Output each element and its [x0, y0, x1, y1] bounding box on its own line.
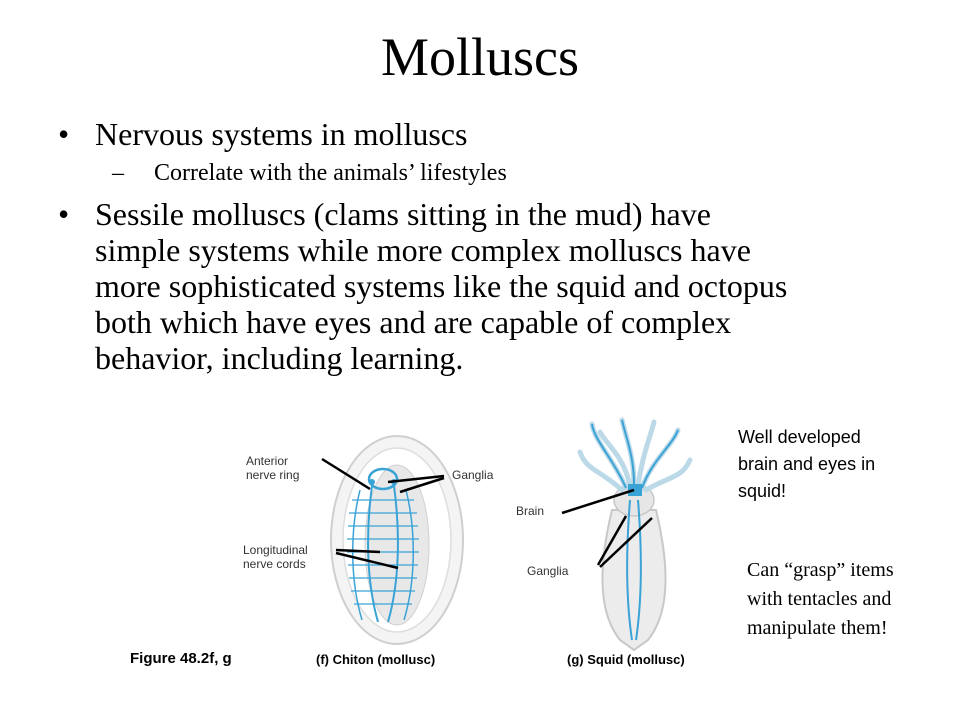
- label-line: nerve ring: [246, 468, 300, 482]
- label-anterior-nerve-ring: Anterior nerve ring: [246, 454, 299, 482]
- caption-squid: (g) Squid (mollusc): [567, 652, 685, 667]
- slide-title: Molluscs: [380, 27, 580, 87]
- bullet-marker: •: [58, 116, 70, 152]
- bullet-text: Nervous systems in molluscs: [95, 116, 468, 152]
- bullet-line: Sessile molluscs (clams sitting in the m…: [95, 196, 711, 232]
- bullet-line: simple systems while more complex mollus…: [95, 232, 751, 268]
- bullet-marker: •: [58, 196, 70, 232]
- figure-label: Figure 48.2f, g: [130, 650, 232, 667]
- note-line: with tentacles and: [747, 588, 892, 610]
- chiton-illustration: [321, 435, 464, 645]
- bullet-line: more sophisticated systems like the squi…: [95, 268, 788, 304]
- label-chiton-ganglia: Ganglia: [452, 468, 494, 482]
- sub-bullet-marker: –: [112, 160, 124, 186]
- squid-illustration: [561, 417, 693, 652]
- note-grasp-tentacles: Can “grasp” items with tentacles and man…: [747, 556, 894, 643]
- note-line: brain and eyes in: [738, 454, 876, 474]
- note-line: squid!: [738, 481, 787, 501]
- note-squid-brain: Well developed brain and eyes in squid!: [738, 424, 875, 505]
- label-longitudinal-nerve-cords: Longitudinal nerve cords: [243, 543, 308, 571]
- note-line: Well developed: [738, 427, 861, 447]
- bullet-sessile-molluscs: • Sessile molluscs (clams sitting in the…: [58, 196, 918, 376]
- sub-bullet-lifestyles: – Correlate with the animals’ lifestyles: [112, 160, 507, 187]
- label-squid-ganglia: Ganglia: [527, 564, 569, 578]
- bullet-line: behavior, including learning.: [95, 340, 464, 376]
- bullet-line: both which have eyes and are capable of …: [95, 304, 732, 340]
- note-line: Can “grasp” items: [747, 559, 894, 581]
- label-squid-brain: Brain: [516, 504, 545, 518]
- label-line: Anterior: [246, 454, 289, 468]
- label-line: nerve cords: [243, 557, 306, 571]
- sub-bullet-text: Correlate with the animals’ lifestyles: [154, 160, 507, 186]
- caption-chiton: (f) Chiton (mollusc): [316, 652, 436, 667]
- label-line: Longitudinal: [243, 543, 308, 557]
- note-line: manipulate them!: [747, 617, 888, 639]
- bullet-nervous-systems: • Nervous systems in molluscs: [58, 116, 758, 156]
